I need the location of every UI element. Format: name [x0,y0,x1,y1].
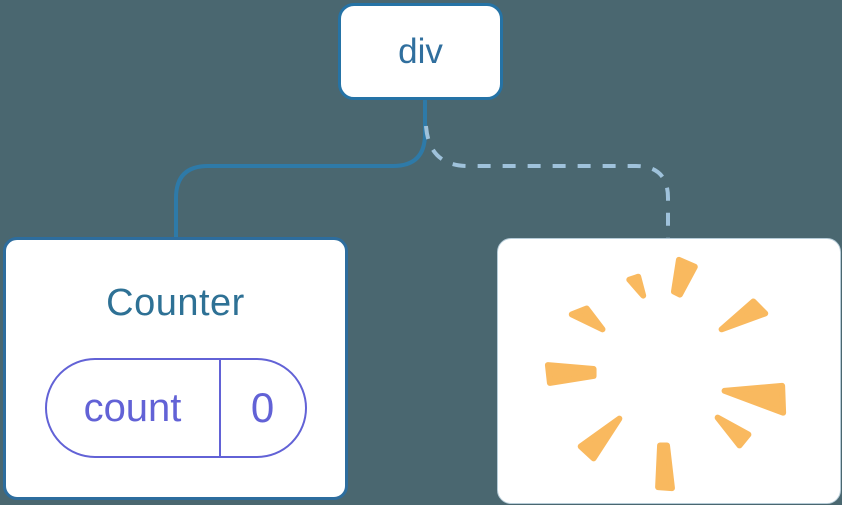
state-pill: count 0 [44,358,307,458]
poof-ray [718,298,769,333]
counter-title: Counter [106,282,245,324]
node-div-label: div [398,31,443,71]
poof-explosion-icon [544,256,787,492]
poof-ray [670,256,698,298]
poof-ray [577,415,623,462]
poof-ray [626,273,647,299]
poof-ray [721,382,787,416]
node-counter: Counter count 0 [3,237,348,500]
node-div: div [338,3,503,100]
edge-root-to-removed [424,125,670,239]
state-value: 0 [250,384,275,431]
edge-root-to-counter [174,99,427,240]
poof-ray [544,362,597,386]
pill-divider [218,360,221,456]
node-removed [497,238,841,504]
poof-ray [655,442,675,492]
state-key: count [83,385,182,430]
poof-ray [714,414,752,449]
poof-ray [568,305,606,333]
